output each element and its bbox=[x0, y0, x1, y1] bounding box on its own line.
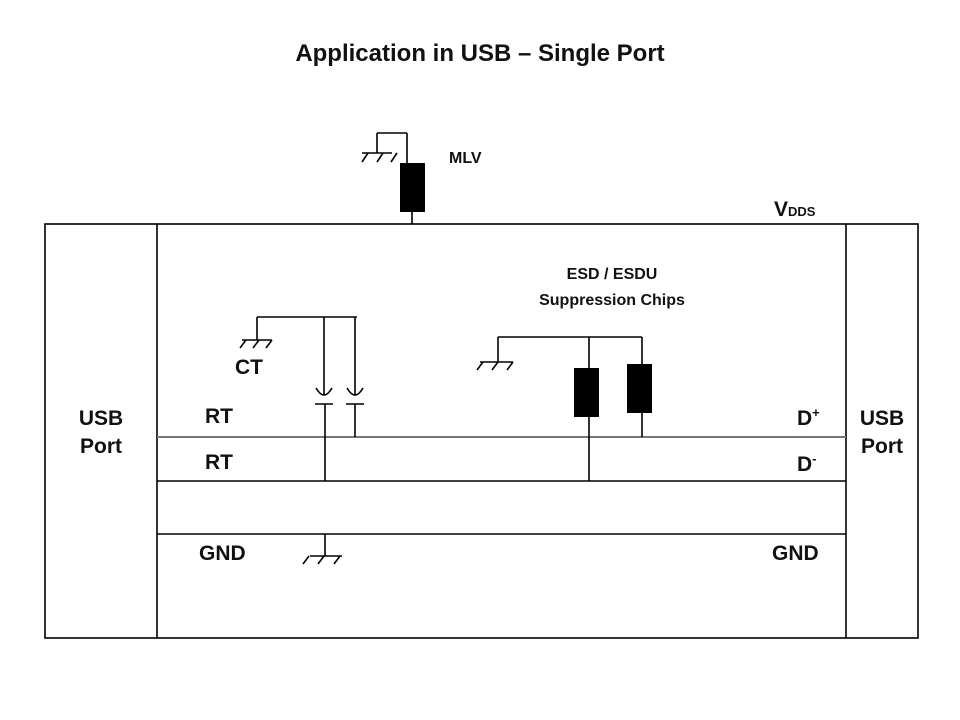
mlv-label: MLV bbox=[449, 150, 482, 167]
gnd-left-label: GND bbox=[199, 542, 246, 565]
esd-chip-2 bbox=[627, 364, 652, 413]
rt-bottom-label: RT bbox=[205, 451, 233, 474]
ct-network bbox=[239, 316, 364, 481]
usb-port-right-label: USB Port bbox=[846, 405, 918, 461]
dminus-label: D- bbox=[797, 451, 817, 477]
page-title: Application in USB – Single Port bbox=[295, 40, 665, 67]
esd-label: ESD / ESDU Suppression Chips bbox=[514, 262, 710, 314]
dplus-main: D bbox=[797, 407, 813, 430]
mlv-component bbox=[361, 132, 425, 224]
gnd-ground-symbol bbox=[302, 534, 342, 565]
dplus-sup: + bbox=[812, 405, 820, 420]
mlv-body bbox=[400, 163, 425, 212]
usb-left-line1: USB bbox=[78, 407, 124, 430]
vdds-main: V bbox=[774, 198, 789, 221]
esd-label-line2: Suppression Chips bbox=[539, 292, 685, 309]
usb-right-line2: Port bbox=[861, 435, 903, 458]
usb-port-left-label: USB Port bbox=[45, 405, 157, 461]
usb-left-line2: Port bbox=[80, 435, 122, 458]
usb-right-line1: USB bbox=[859, 407, 905, 430]
dminus-sup: - bbox=[812, 451, 817, 466]
dplus-label: D+ bbox=[797, 405, 820, 431]
outer-board bbox=[44, 223, 919, 639]
esd-network bbox=[476, 336, 652, 481]
esd-chip-1 bbox=[574, 368, 599, 417]
rt-top-label: RT bbox=[205, 405, 233, 428]
ct-label: CT bbox=[235, 356, 263, 379]
vdds-label: VDDS bbox=[774, 198, 815, 222]
vdds-sub: DDS bbox=[788, 204, 816, 219]
dminus-main: D bbox=[797, 453, 813, 476]
esd-label-line1: ESD / ESDU bbox=[566, 266, 658, 283]
gnd-right-label: GND bbox=[772, 542, 819, 565]
